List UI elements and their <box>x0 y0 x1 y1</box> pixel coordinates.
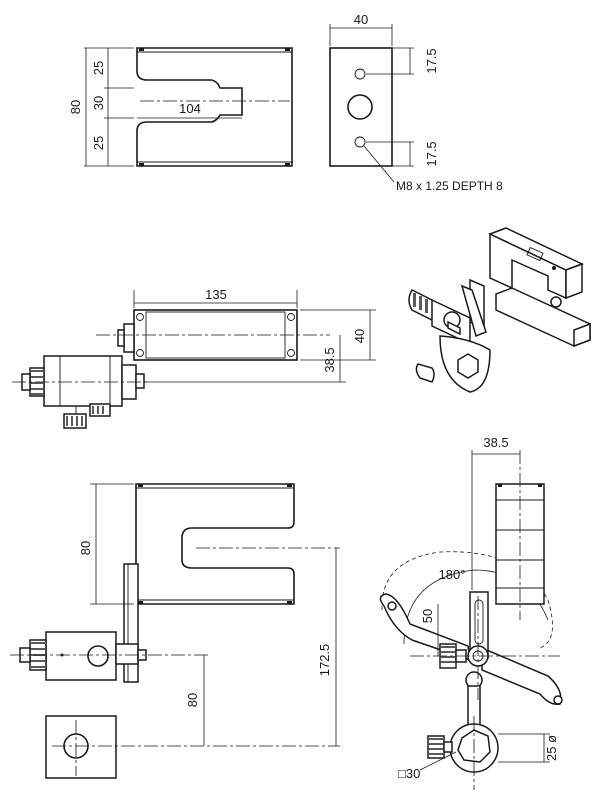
dim-end-hole-upper: 17.5 <box>424 48 439 73</box>
dim-top-slot-upper: 25 <box>91 61 106 75</box>
middle-top-view: 135 40 38.5 <box>12 287 376 429</box>
dim-top-height: 80 <box>68 100 83 114</box>
thread-note: M8 x 1.25 DEPTH 8 <box>396 179 503 193</box>
dim-swing-radius: 50 <box>420 609 435 623</box>
dim-top-slot-depth: 104 <box>179 101 201 116</box>
dim-front-slot: 80 <box>78 541 93 555</box>
dim-square-size: □30 <box>398 766 420 781</box>
dim-end-width: 40 <box>354 12 368 27</box>
top-view: 80 25 30 25 104 <box>68 47 293 167</box>
dim-side-offset: 38.5 <box>483 435 508 450</box>
front-view: 80 80 172.5 <box>10 483 340 779</box>
end-view: 40 17.5 17.5 M8 x 1.25 DEPTH 8 <box>329 12 503 193</box>
dim-mid-length: 135 <box>205 287 227 302</box>
dim-mid-width: 40 <box>352 329 367 343</box>
dim-top-slot-mid: 30 <box>91 96 106 110</box>
dim-top-slot-lower: 25 <box>91 136 106 150</box>
isometric-view <box>408 227 591 393</box>
dim-swing-angle: 180° <box>439 567 466 582</box>
dim-end-hole-lower: 17.5 <box>424 141 439 166</box>
dim-front-base: 80 <box>185 693 200 707</box>
dim-front-height: 172.5 <box>317 644 332 677</box>
dim-bore-dia: 25 ø <box>544 735 559 761</box>
side-swing-view: 38.5 180° 50 25 ø □30 <box>379 435 563 790</box>
dim-mid-offset: 38.5 <box>322 347 337 372</box>
